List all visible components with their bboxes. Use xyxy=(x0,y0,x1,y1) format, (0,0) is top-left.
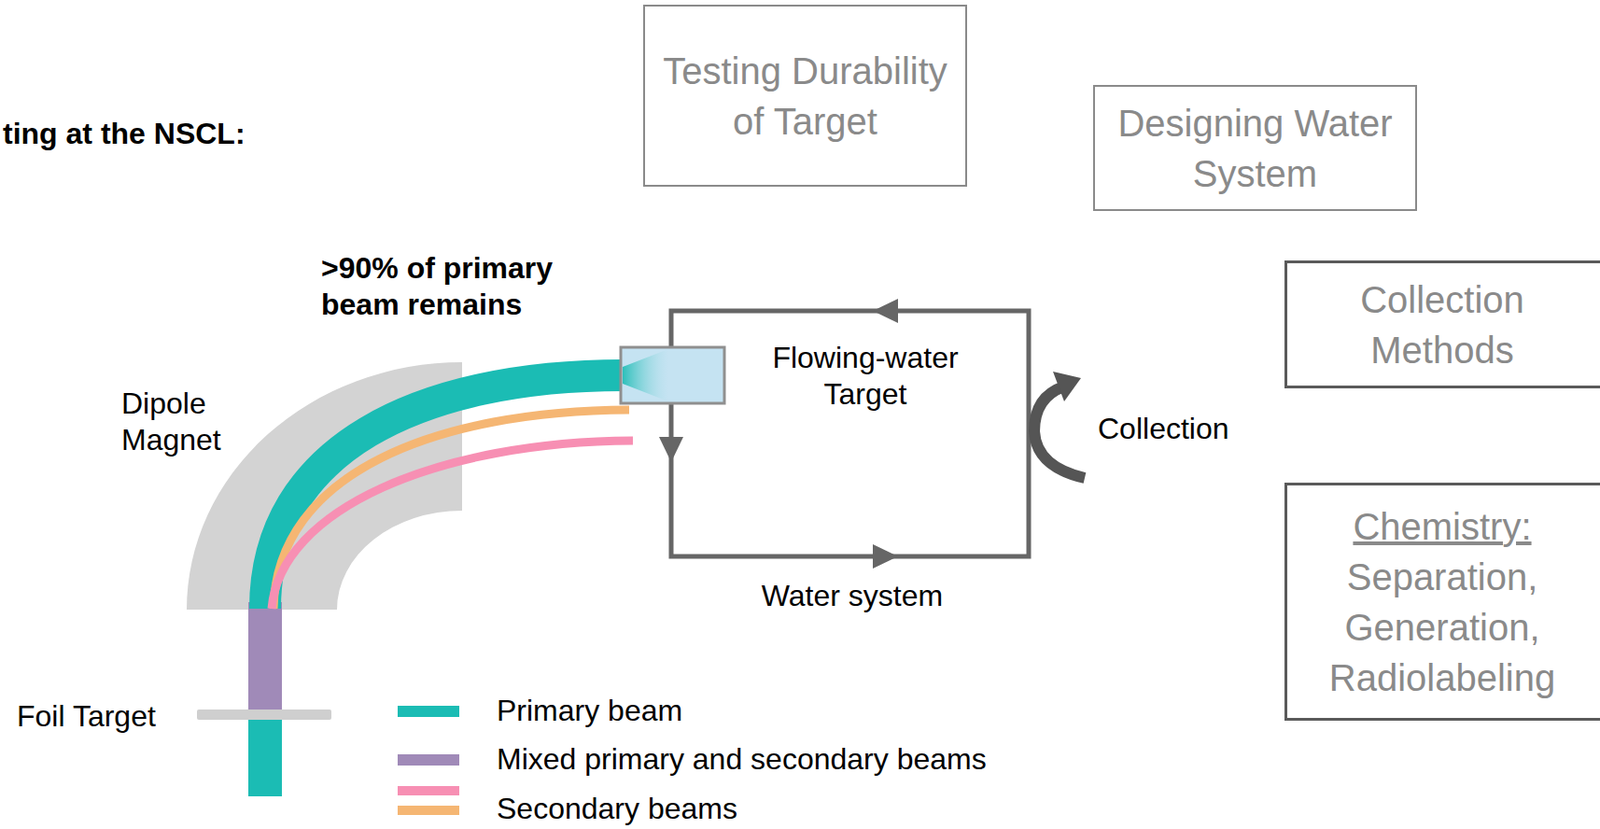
part-label: Dipole Magnet xyxy=(121,385,243,459)
box-text: Separation, Generation, Radiolabeling xyxy=(1298,551,1586,703)
mixed-beam xyxy=(248,602,282,711)
flow-arrow xyxy=(659,436,684,463)
legend-text: Primary beam xyxy=(496,692,683,730)
part-label: Foil Target xyxy=(16,698,185,735)
collection-arrow xyxy=(1034,386,1085,478)
part-label: Flowing-water Target xyxy=(762,339,969,413)
legend-swatch xyxy=(397,705,460,717)
legend-swatch xyxy=(397,785,460,796)
callout-note: >90% of primary beam remains xyxy=(321,250,602,323)
collection-arrowhead xyxy=(1052,371,1081,402)
box-text: Testing Durability of Target xyxy=(656,45,955,147)
part-label: Collection xyxy=(1097,410,1285,448)
beam-cone xyxy=(622,349,669,402)
process-box: Collection Methods xyxy=(1284,260,1600,389)
box-text: Collection Methods xyxy=(1298,274,1586,376)
box-text: Designing Water System xyxy=(1106,98,1404,199)
process-box: Designing Water System xyxy=(1093,84,1418,211)
flow-arrow xyxy=(872,298,899,323)
part-label: Water system xyxy=(712,577,993,615)
legend-swatch xyxy=(397,754,460,766)
legend-text: Secondary beams xyxy=(496,790,738,828)
box-heading: Chemistry: xyxy=(1352,501,1531,552)
flow-arrow xyxy=(872,544,899,569)
secondary-beam xyxy=(271,440,633,609)
legend-swatch xyxy=(397,805,460,815)
process-box: Testing Durability of Target xyxy=(643,4,968,187)
foil-target xyxy=(196,709,332,720)
legend-text: Mixed primary and secondary beams xyxy=(496,741,987,778)
process-box: Chemistry:Separation, Generation, Radiol… xyxy=(1284,482,1600,721)
primary-beam-in xyxy=(248,719,282,797)
water-target xyxy=(620,347,725,404)
title: ting at the NSCL: xyxy=(2,115,246,153)
